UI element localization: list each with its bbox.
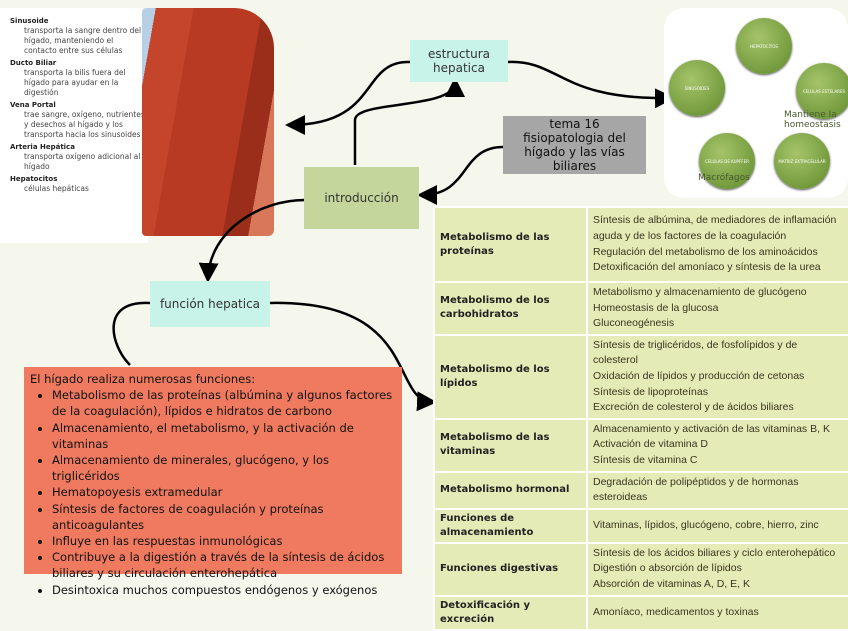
table-row-header: Funciones de almacenamiento <box>435 509 586 542</box>
node-introduccion: introducción <box>304 167 419 229</box>
table-cell-line: Síntesis de los ácidos biliares y ciclo … <box>593 546 836 559</box>
table-row-content: Almacenamiento y activación de las vitam… <box>588 419 848 471</box>
table-cell-line: Síntesis de albúmina, de mediadores de i… <box>593 214 837 242</box>
liver-cells-cycle: HEPATOCITOS CELULAS ESTELARES MATRIZ EXT… <box>664 8 848 198</box>
table-row-content: Degradación de polipéptidos y de hormona… <box>588 472 848 508</box>
cycle-note-homeostasis: Mantiene la homeostasis <box>784 110 841 130</box>
functions-list-box: El hígado realiza numerosas funciones: M… <box>24 367 402 597</box>
function-item: Almacenamiento, el metabolismo, y la act… <box>52 420 396 452</box>
table-cell-line: Oxidación de lípidos y producción de cet… <box>593 369 805 382</box>
function-item: Contribuye a la digestión a través de la… <box>52 549 396 581</box>
anatomy-label-desc: transporta la sangre dentro del hígado, … <box>24 26 142 55</box>
table-row: Funciones de almacenamiento Vitaminas, lí… <box>435 509 848 542</box>
table-cell-line: Almacenamiento y activación de las vitam… <box>593 422 830 435</box>
table-row-content: Síntesis de los ácidos biliares y ciclo … <box>588 543 848 595</box>
table-cell-line: Amoníaco, medicamentos y toxinas <box>593 605 759 618</box>
function-item: Hematopoyesis extramedular <box>52 484 396 500</box>
anatomy-label-desc: trae sangre, oxígeno, nutrientes y desec… <box>24 110 145 139</box>
node-funcion-hepatica: función hepatica <box>150 281 270 327</box>
table-row-header: Detoxificación y excreción <box>435 596 586 629</box>
table-cell-line: Síntesis de lipoproteínas <box>593 385 708 398</box>
table-cell-line: Excreción de colesterol y de ácidos bili… <box>593 401 794 414</box>
table-row-content: Síntesis de albúmina, de mediadores de i… <box>588 208 848 281</box>
table-row-content: Síntesis de triglicéridos, de fosfolípid… <box>588 335 848 418</box>
table-cell-line: Digestión o absorción de lípidos <box>593 562 742 575</box>
node-estructura-hepatica: estructura hepatica <box>410 40 508 82</box>
cycle-circle: CELULAS DE KUPFFER <box>699 133 755 189</box>
table-row-content: Metabolismo y almacenamiento de glucógen… <box>588 283 848 334</box>
table-cell-line: Síntesis de vitamina C <box>593 453 698 466</box>
connector-arrows <box>112 60 675 412</box>
table-row-content: Vitaminas, lípidos, glucógeno, cobre, hi… <box>588 509 848 542</box>
anatomy-label-desc: células hepáticas <box>24 184 89 193</box>
table-row-header: Metabolismo de las vitaminas <box>435 419 586 471</box>
function-item: Desintoxica muchos compuestos endógenos … <box>52 582 396 598</box>
table-row-content: Amoníaco, medicamentos y toxinas <box>588 596 848 629</box>
anatomy-label-desc: transporta la bilis fuera del hígado par… <box>24 68 126 97</box>
function-item: Síntesis de factores de coagulación y pr… <box>52 501 396 533</box>
table-row-header: Metabolismo de los carbohidratos <box>435 283 586 334</box>
anatomy-label-title: Vena Portal <box>10 101 56 109</box>
anatomy-label-desc: transporta oxígeno adicional al hígado <box>24 152 141 171</box>
table-cell-line: Homeostasis de la glucosa <box>593 301 719 314</box>
table-cell-line: Degradación de polipéptidos y de hormona… <box>593 475 799 504</box>
table-row-header: Metabolismo hormonal <box>435 472 586 508</box>
cycle-circle: CELULAS ESTELARES <box>796 63 848 119</box>
table-cell-line: Síntesis de triglicéridos, de fosfolípid… <box>593 338 798 367</box>
table-cell-line: Gluconeogénesis <box>593 317 675 330</box>
cycle-note-macrofagos: Macrófagos <box>698 173 750 183</box>
cycle-circle: HEPATOCITOS <box>736 18 792 74</box>
table-cell-line: Regulación del metabolismo de los aminoá… <box>593 245 818 258</box>
anatomy-label-title: Arteria Hepática <box>10 143 75 151</box>
anatomy-label-title: Ducto Biliar <box>10 59 57 67</box>
anatomy-label-title: Hepatocitos <box>10 175 58 183</box>
table-row-header: Metabolismo de los lípidos <box>435 335 586 418</box>
table-cell-line: Metabolismo y almacenamiento de glucógen… <box>593 286 807 298</box>
table-row: Detoxificación y excreción Amoníaco, medi… <box>435 596 848 629</box>
cycle-circle: SINUSOIDES <box>669 60 725 116</box>
function-item: Influye en las respuestas inmunológicas <box>52 533 396 549</box>
table-cell-line: Detoxificación del amoníaco y síntesis d… <box>593 261 821 274</box>
anatomy-label-title: Sinusoide <box>10 17 49 25</box>
table-row-header: Funciones digestivas <box>435 543 586 595</box>
table-cell-line: Activación de vitamina D <box>593 438 708 451</box>
node-tema: tema 16 fisiopatologia del hígado y las … <box>503 116 646 174</box>
liver-lobule-illustration <box>142 8 274 236</box>
table-row: Metabolismo de las vitaminas Almacenamien… <box>435 419 848 471</box>
table-cell-line: Vitaminas, lípidos, glucógeno, cobre, hi… <box>593 518 819 531</box>
table-row: Metabolismo de los carbohidratos Metaboli… <box>435 283 848 334</box>
table-cell-line: Absorción de vitaminas A, D, E, K <box>593 578 750 591</box>
function-item: Almacenamiento de minerales, glucógeno, … <box>52 452 396 484</box>
table-row: Funciones digestivas Síntesis de los ácid… <box>435 543 848 595</box>
table-row-header: Metabolismo de las proteínas <box>435 208 586 281</box>
functions-intro: El hígado realiza numerosas funciones: <box>30 372 256 386</box>
cycle-circle: MATRIZ EXTRACELULAR <box>774 133 830 189</box>
function-item: Metabolismo de las proteínas (albúmina y… <box>52 387 396 419</box>
